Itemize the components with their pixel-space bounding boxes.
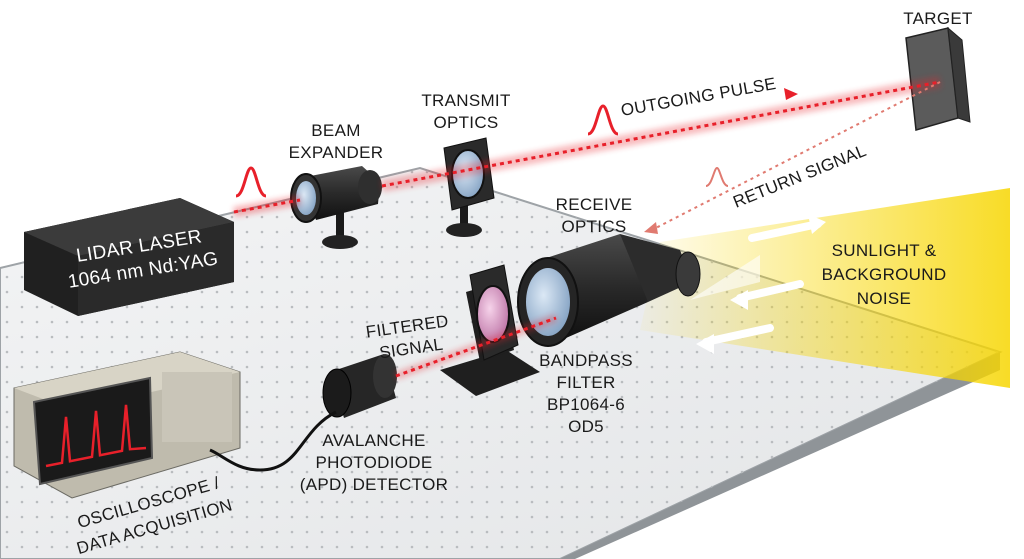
scope-trace — [45, 404, 147, 468]
scope-trace-line — [45, 404, 147, 468]
sunlight-label-2: BACKGROUND — [822, 265, 947, 284]
apd-cable — [209, 410, 337, 472]
apd-label-3: (APD) DETECTOR — [300, 475, 448, 494]
target-label: TARGET — [903, 9, 973, 28]
beam-expander — [290, 166, 382, 249]
apd-label-1: AVALANCHE — [322, 431, 425, 450]
receive-optics-label-2: OPTICS — [561, 217, 626, 236]
sunlight-label-3: NOISE — [857, 289, 911, 308]
lidar-laser — [24, 198, 234, 316]
apd-detector — [322, 354, 397, 418]
bandpass-label-1: BANDPASS — [539, 351, 633, 370]
bandpass-label-2: FILTER — [556, 373, 615, 392]
beam-expander-label-2: EXPANDER — [289, 143, 384, 162]
bandpass-label-3: BP1064-6 — [547, 395, 625, 414]
apd-label-2: PHOTODIODE — [316, 453, 433, 472]
laser-beams — [233, 76, 942, 380]
beam-expander-label-1: BEAM — [311, 121, 360, 140]
transmit-optics-label-1: TRANSMIT — [421, 91, 510, 110]
transmit-optics-label-2: OPTICS — [433, 113, 498, 132]
receive-optics-label-1: RECEIVE — [556, 195, 633, 214]
bandpass-label-4: OD5 — [568, 417, 604, 436]
sunlight-arrows — [696, 214, 826, 354]
return-signal-label: RETURN SIGNAL — [730, 141, 869, 212]
sunlight-label-1: SUNLIGHT & — [832, 241, 937, 260]
pulse-markers — [235, 88, 798, 234]
bandpass-filter — [440, 264, 540, 396]
